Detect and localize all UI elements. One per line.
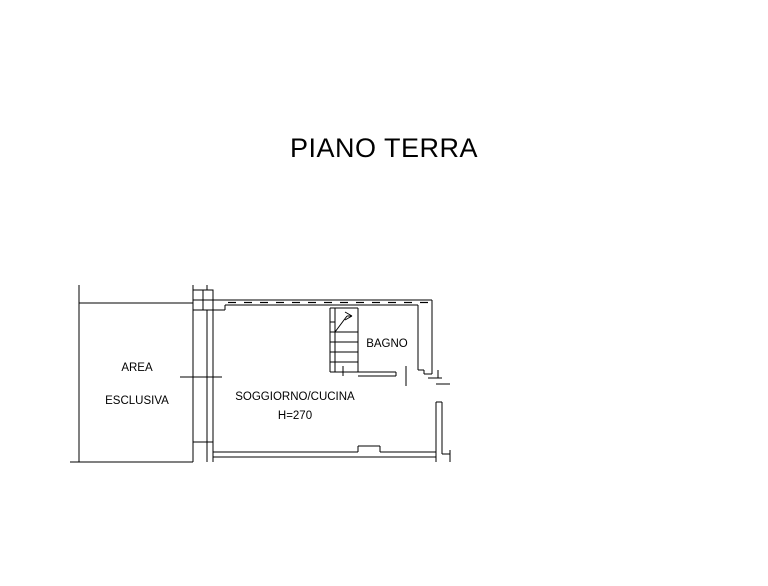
area-label-line1: AREA: [121, 362, 153, 374]
left-wall: [180, 285, 222, 462]
bathroom-walls: [358, 366, 432, 386]
exclusive-area-boundary: [70, 285, 193, 463]
staircase: [329, 307, 359, 376]
living-room-label: SOGGIORNO/CUCINA: [235, 391, 355, 403]
top-wall: [213, 299, 433, 374]
living-room-height: H=270: [278, 410, 312, 422]
bathroom-label: BAGNO: [366, 338, 408, 350]
area-label-line2: ESCLUSIVA: [105, 395, 169, 407]
bottom-wall: [213, 445, 436, 458]
page-title: PIANO TERRA: [289, 133, 479, 163]
right-wall: [428, 370, 451, 462]
